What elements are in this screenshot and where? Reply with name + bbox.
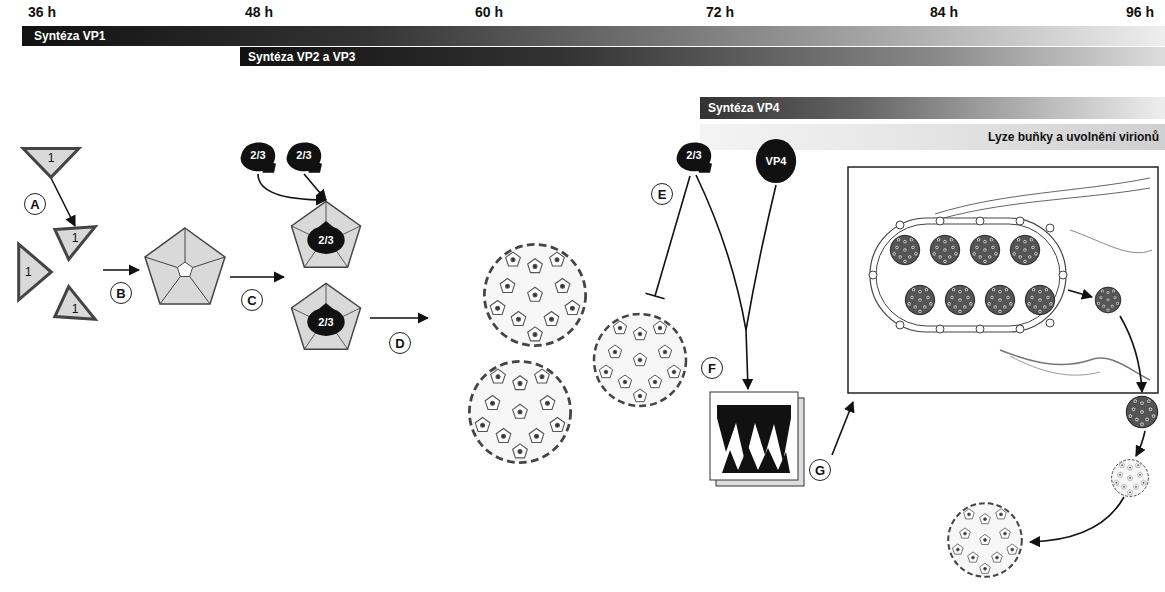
node-text: Syntéza VP2 a VP3	[248, 50, 355, 64]
time-label: 84 h	[930, 4, 958, 20]
connector-arrow	[51, 178, 75, 226]
pentamer-complex: 2/3	[290, 282, 362, 352]
vp1-monomer: 1	[22, 148, 80, 178]
vp2-vp3-protein: 2/3	[238, 140, 278, 174]
connector-arrow	[304, 174, 326, 200]
em-image	[710, 392, 804, 486]
connector-arrow	[258, 174, 326, 200]
step-letter: C	[241, 289, 263, 311]
step-letter: D	[389, 332, 411, 354]
vp1-monomer: 1	[18, 243, 52, 301]
vp2-vp3-protein: 2/3	[284, 140, 324, 174]
time-label: 36 h	[28, 4, 56, 20]
node-shape	[18, 243, 52, 301]
merge-lines	[696, 175, 776, 389]
node-text: 1	[72, 302, 79, 316]
node-text: Syntéza VP1	[34, 29, 105, 43]
time-label: 48 h	[245, 4, 273, 20]
timeline-bar: Syntéza VP1	[22, 26, 1165, 46]
pentamer-complex: 2/3	[290, 200, 362, 270]
step-letter: G	[809, 459, 831, 481]
time-label: 60 h	[475, 4, 503, 20]
node-text: Syntéza VP4	[708, 101, 779, 115]
time-label: 96 h	[1126, 4, 1154, 20]
node-text: 2/3	[318, 316, 333, 328]
node-text: 2/3	[296, 149, 311, 161]
node-text: VP4	[766, 155, 787, 167]
capsids	[469, 244, 686, 462]
step-letter: E	[651, 183, 673, 205]
step-letter: F	[701, 357, 723, 379]
node-text: 1	[48, 151, 55, 165]
cell-illustration	[848, 167, 1158, 393]
timeline-bar: Syntéza VP4	[700, 97, 1165, 119]
vp4-protein: VP4	[755, 138, 797, 184]
vp1-monomer: 1	[54, 226, 96, 260]
step-arrow	[832, 402, 853, 455]
node-text: Lyze buňky a uvolnění virionů	[988, 130, 1159, 144]
pentamer	[145, 228, 225, 304]
vp2-vp3-protein: 2/3	[674, 140, 714, 174]
step-letter: A	[24, 193, 46, 215]
node-text: 2/3	[318, 234, 333, 246]
release-path	[1030, 316, 1145, 542]
node-text: 1	[25, 265, 32, 279]
released-virions	[948, 396, 1157, 576]
vp1-monomer: 1	[54, 286, 96, 320]
node-text: 2/3	[250, 149, 265, 161]
inhibition-line	[645, 176, 690, 299]
timeline-bar: Syntéza VP2 a VP3	[240, 47, 1165, 66]
time-label: 72 h	[706, 4, 734, 20]
step-letter: B	[110, 282, 132, 304]
node-text: 1	[72, 231, 79, 245]
node-text: 2/3	[686, 149, 701, 161]
